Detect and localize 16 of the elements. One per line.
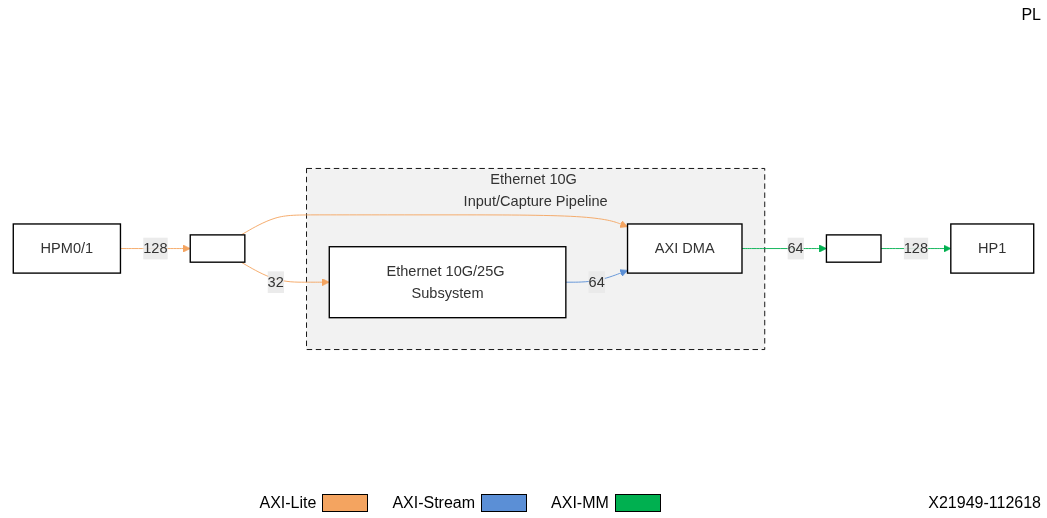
region-label: PL <box>1021 6 1041 24</box>
figure-id: X21949-112618 <box>928 494 1041 512</box>
node-box <box>825 234 882 263</box>
edge-label: 32 <box>267 274 284 290</box>
edge-label: 128 <box>143 240 168 256</box>
edge-label: 64 <box>787 240 804 256</box>
legend-text: AXI-Stream <box>392 494 476 512</box>
node-box <box>189 234 246 263</box>
node-box: AXI DMA <box>626 223 743 274</box>
node-box: HPM0/1 <box>12 223 122 274</box>
legend-text: AXI-Lite <box>259 494 317 512</box>
legend-text: AXI-MM <box>551 494 609 512</box>
node-box: HP1 <box>950 223 1035 274</box>
edge-label: 128 <box>903 240 929 256</box>
edge-label: 64 <box>588 274 605 290</box>
node-box: Ethernet 10G/25G Subsystem <box>328 246 567 319</box>
